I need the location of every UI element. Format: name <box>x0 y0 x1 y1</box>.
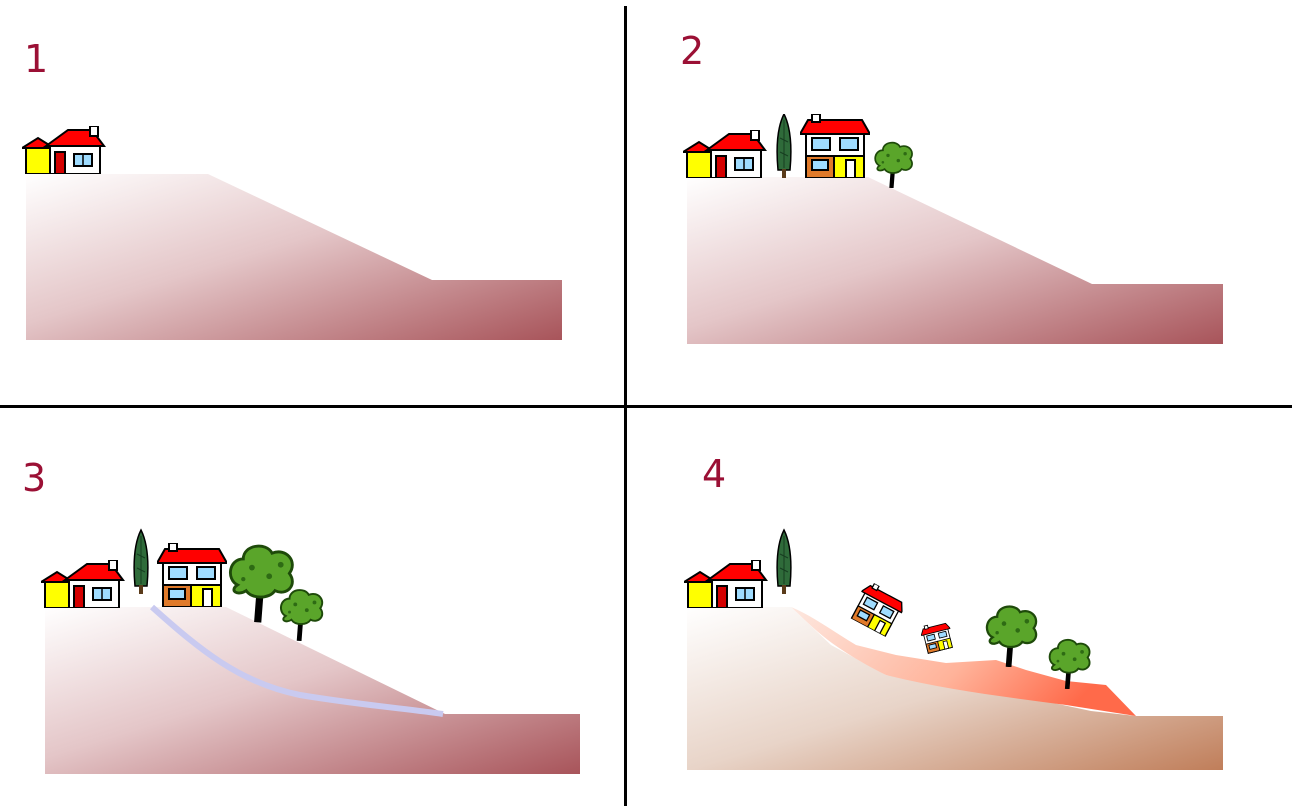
tree-icon <box>987 607 1036 667</box>
two-storey-house-icon <box>800 114 870 178</box>
hillslope <box>26 174 562 340</box>
panel-3: 3 <box>0 405 646 810</box>
panel-1: 1 <box>0 0 646 405</box>
small-house-icon <box>22 126 104 174</box>
two-storey-house-icon <box>919 620 955 654</box>
horizontal-divider <box>0 405 1292 408</box>
cypress-icon <box>777 530 791 594</box>
small-house-icon <box>684 560 766 608</box>
small-house-icon <box>683 130 765 178</box>
tree-icon <box>875 143 912 188</box>
panel-4-scene <box>646 405 1292 810</box>
panel-4: 4 <box>646 405 1292 810</box>
tree-icon <box>281 590 322 641</box>
two-storey-house-icon <box>157 543 227 607</box>
panel-2-scene <box>646 0 1292 405</box>
panel-1-scene <box>0 0 646 405</box>
two-storey-house-icon <box>848 580 908 639</box>
small-house-icon <box>41 560 123 608</box>
panel-3-scene <box>0 405 646 810</box>
hillslope <box>687 177 1223 344</box>
hillslope <box>45 607 580 774</box>
cypress-icon <box>777 114 791 178</box>
cypress-icon <box>134 530 148 594</box>
panel-2: 2 <box>646 0 1292 405</box>
